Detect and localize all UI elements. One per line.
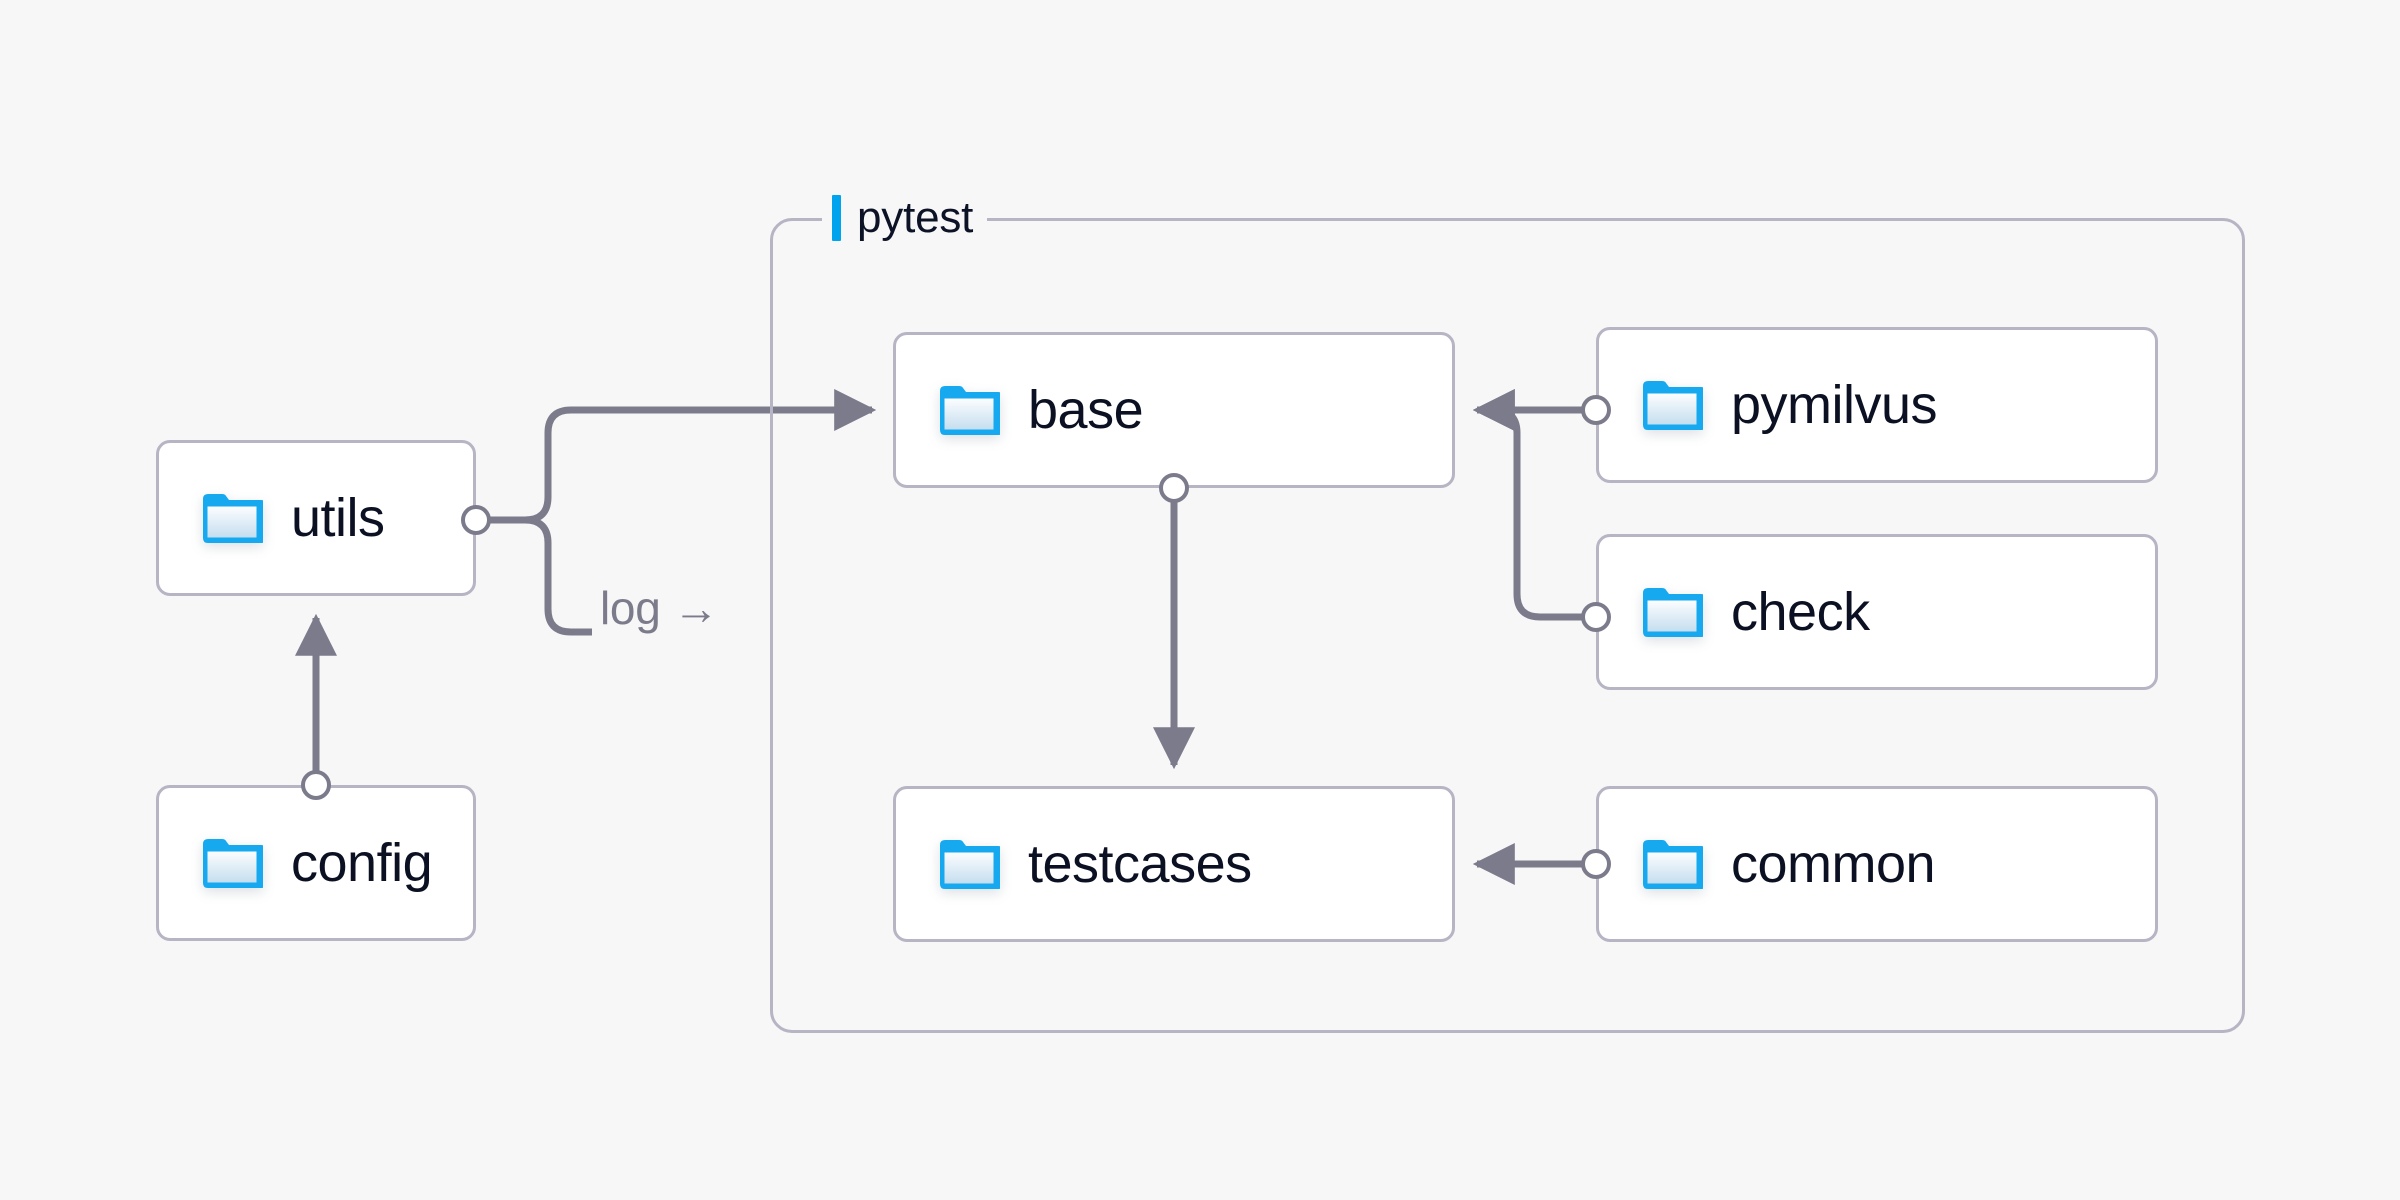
port-pymilvus-left[interactable] [1581,395,1611,425]
edge-utils-log [476,516,592,636]
node-label: testcases [1028,834,1252,894]
edge-label-log: log → [600,582,719,634]
node-label: base [1028,380,1144,440]
folder-icon [201,836,263,890]
node-common[interactable]: common [1596,786,2158,942]
node-label: config [291,833,433,893]
port-check-left[interactable] [1581,602,1611,632]
node-config[interactable]: config [156,785,476,941]
node-utils[interactable]: utils [156,440,476,596]
node-testcases[interactable]: testcases [893,786,1455,942]
node-pymilvus[interactable]: pymilvus [1596,327,2158,483]
node-label: utils [291,488,385,548]
port-utils-right[interactable] [461,505,491,535]
group-pytest[interactable] [770,218,2245,1033]
group-accent-bar [832,195,841,241]
folder-icon [201,491,263,545]
port-base-bottom[interactable] [1159,473,1189,503]
folder-icon [938,837,1000,891]
node-base[interactable]: base [893,332,1455,488]
folder-icon [938,383,1000,437]
node-label: check [1731,582,1870,642]
node-label: pymilvus [1731,375,1938,435]
node-label: common [1731,834,1936,894]
folder-icon [1641,585,1703,639]
folder-icon [1641,837,1703,891]
folder-icon [1641,378,1703,432]
port-common-left[interactable] [1581,849,1611,879]
group-pytest-title: pytest [822,190,988,246]
node-check[interactable]: check [1596,534,2158,690]
group-title-label: pytest [857,193,974,242]
port-config-top[interactable] [301,770,331,800]
